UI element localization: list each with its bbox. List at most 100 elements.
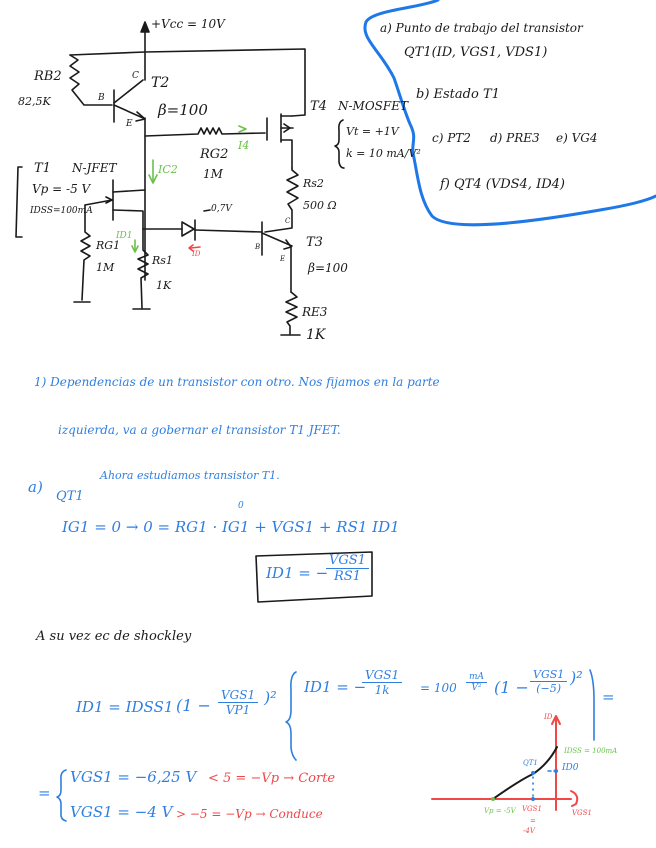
t3-beta: β=100 [308, 261, 348, 275]
shockley-denominator: VP1 [225, 703, 251, 717]
boxed-result-lhs: ID1 = − [266, 564, 329, 582]
t3-emitter-pin: E [280, 255, 286, 263]
system-eq: = 100 [420, 681, 457, 695]
system-lhs: ID1 = − [304, 678, 367, 696]
system-unit-numerator: mA [466, 672, 488, 683]
boxed-result-numerator: VGS1 [326, 553, 369, 569]
part-a-note: Ahora estudiamos transistor T1. [100, 469, 280, 482]
vcc-arrow-icon [140, 21, 150, 81]
shockley-fraction: VGS1 VP1 [218, 688, 259, 717]
vcc-label: +Vcc = 10V [151, 17, 225, 31]
t4-label: T4 [310, 99, 327, 114]
graph-vgs1-equals: = [530, 817, 536, 825]
i4-label: I4 [238, 139, 250, 152]
question-a-operating-point: QT1(ID, VGS1, VDS1) [404, 45, 548, 60]
rs2-value: 500 Ω [303, 199, 337, 212]
t2-base-pin: B [98, 93, 105, 103]
system-unit-denominator: V² [471, 683, 482, 693]
system-numerator-2: VGS1 [530, 668, 568, 682]
t4-type: N-MOSFET [338, 99, 408, 113]
intro-line-1: 1) Dependencias de un transistor con otr… [34, 375, 440, 389]
shockley-paren-close: )² [264, 688, 277, 707]
system-fraction-2: VGS1 (−5) [530, 668, 568, 695]
graph-vgs1-label: VGS1 [522, 805, 542, 813]
shockley-note: A su vez ec de shockley [36, 629, 192, 644]
question-a: a) Punto de trabajo del transistor [380, 21, 583, 35]
rb2-resistor [69, 54, 113, 106]
t4-params-brace [334, 119, 345, 169]
question-c: c) PT2 [432, 131, 471, 145]
system-denominator-2: (−5) [536, 682, 562, 695]
questions-region-border [363, 0, 656, 227]
kvl-zero-annotation: 0 [238, 501, 244, 511]
system-denominator: 1k [374, 683, 390, 697]
graph-y-arrow-icon [551, 715, 561, 725]
re3-resistor [285, 291, 298, 335]
t1-idss: IDSS=100mA [30, 206, 93, 216]
rs1-label: Rs1 [152, 254, 173, 267]
t2-label: T2 [151, 75, 170, 91]
graph-id0-label: ID0 [562, 763, 579, 773]
rg1-value: 1M [96, 261, 115, 274]
part-a-qt1: QT1 [56, 489, 84, 504]
diode-current-label: ID [192, 250, 201, 258]
rg1-label: RG1 [96, 239, 121, 252]
shockley-paren-open: (1 − [176, 696, 211, 715]
t1-type: N-JFET [72, 161, 117, 175]
question-b: b) Estado T1 [416, 87, 500, 102]
graph-idss-label: IDSS = 100mA [564, 747, 618, 755]
re3-value: 1K [306, 327, 326, 343]
shockley-lhs: ID1 = IDSS1 [76, 698, 174, 716]
system-paren-close: )² [570, 668, 583, 687]
solution-2-comparison: > −5 = −Vp → Conduce [176, 807, 323, 821]
graph-y-label: ID [544, 713, 553, 721]
solution-2: VGS1 = −4 V [70, 803, 173, 821]
rb2-value: 82,5K [18, 95, 51, 108]
graph-q-point-label: QT1 [523, 759, 538, 767]
t2-emitter-pin: E [126, 119, 133, 129]
solution-eq: = [38, 784, 51, 802]
t2-beta: β=100 [158, 101, 208, 119]
t3-bjt-symbol [261, 221, 293, 293]
t2-collector-pin: C [132, 71, 139, 81]
graph-vp-label: Vp = -5V [484, 807, 516, 815]
boxed-result-fraction: VGS1 RS1 [326, 553, 369, 584]
intro-line-2: izquierda, va a gobernar el transistor T… [58, 423, 341, 437]
rs1-value: 1K [156, 279, 172, 292]
diode-symbol [142, 219, 263, 241]
q-point-marker [531, 771, 535, 775]
ic2-label: IC2 [158, 163, 178, 176]
system-paren-open: (1 − [494, 678, 529, 697]
t1-bracket [15, 166, 23, 238]
kvl-equation: IG1 = 0 → 0 = RG1 · IG1 + VGS1 + RS1 ID1 [62, 518, 400, 536]
graph-x-label: VGS1 [572, 809, 592, 817]
diode-note-arrow [203, 209, 211, 212]
ic2-arrow-icon [131, 125, 247, 253]
rg2-resistor [144, 127, 266, 137]
solution-brace [56, 769, 67, 822]
id1-label: ID1 [116, 231, 133, 241]
question-f: f) QT4 (VDS4, ID4) [440, 177, 565, 192]
t1-vp: Vp = -5 V [32, 182, 91, 196]
jfet-transfer-graph [431, 715, 579, 811]
rs2-label: Rs2 [303, 177, 324, 190]
t4-vt: Vt = +1V [346, 125, 399, 138]
rg2-label: RG2 [200, 147, 229, 162]
t4-k: k = 10 mA/V² [346, 147, 421, 160]
t1-jfet-symbol [84, 179, 146, 230]
system-brace-left [285, 671, 297, 761]
boxed-result-denominator: RS1 [333, 569, 361, 584]
system-brace-right [589, 669, 595, 741]
rs1-resistor [137, 228, 149, 309]
transfer-curve [492, 746, 558, 800]
system-result-eq: = [602, 688, 615, 706]
t4-mosfet-symbol [266, 113, 294, 169]
graph-vgs1-value: -4V [523, 827, 535, 835]
rg1-resistor [80, 204, 91, 301]
rb2-label: RB2 [34, 69, 62, 84]
system-fraction: VGS1 1k [362, 668, 403, 697]
system-unit: mA V² [466, 672, 488, 693]
diode-drop-label: 0,7V [211, 204, 232, 214]
